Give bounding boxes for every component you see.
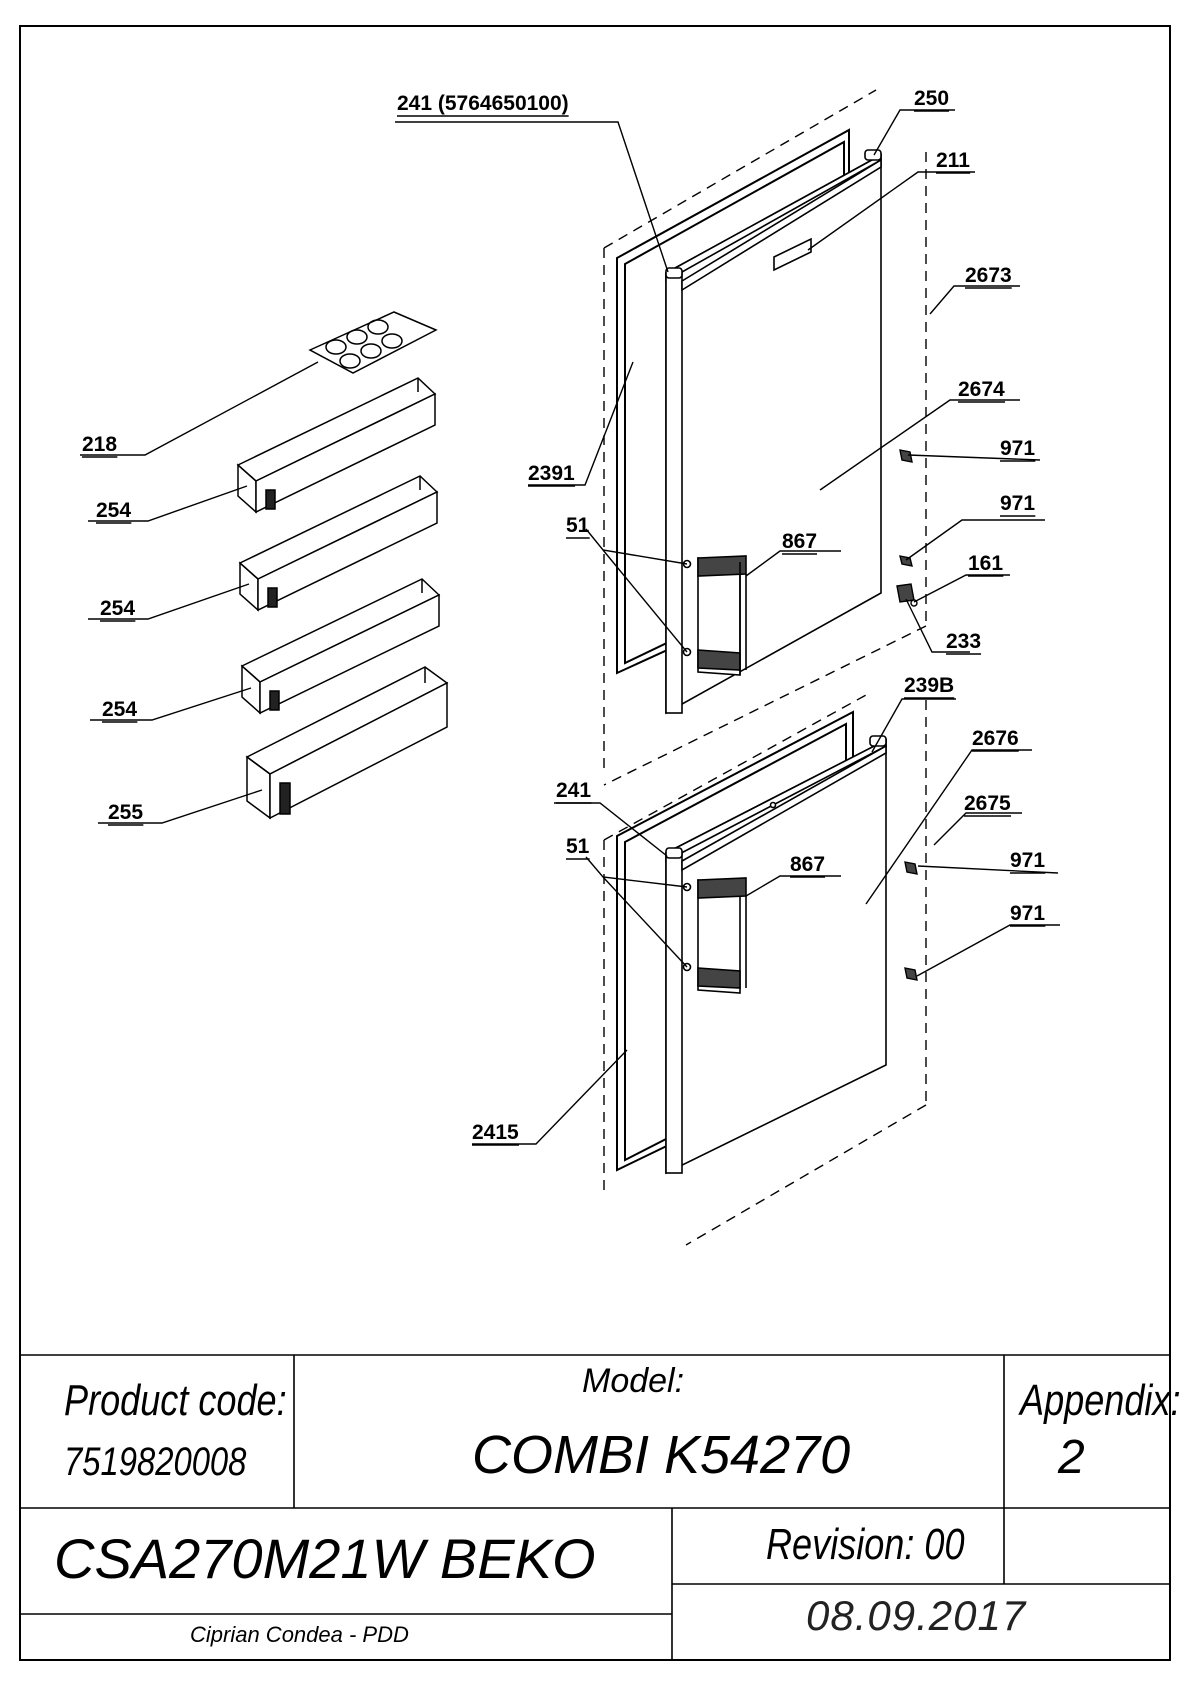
product-name: CSA270M21W BEKO bbox=[54, 1527, 596, 1590]
callout-867-upper: 867 bbox=[782, 530, 817, 553]
callout-971-2: 971 bbox=[1000, 492, 1035, 515]
door-shelf-1 bbox=[236, 377, 437, 514]
product-code-label: Product code: bbox=[64, 1376, 287, 1425]
sheet-border bbox=[19, 25, 1171, 1661]
author: Ciprian Condea - PDD bbox=[190, 1622, 409, 1647]
callout-867-lower: 867 bbox=[790, 853, 825, 876]
callout-161: 161 bbox=[968, 552, 1003, 575]
callout-211: 211 bbox=[936, 149, 970, 172]
door-shelf-2 bbox=[238, 475, 439, 612]
product-code-value: 7519820008 bbox=[64, 1440, 247, 1484]
callout-255: 255 bbox=[108, 801, 143, 824]
door-shelf-3 bbox=[240, 578, 441, 715]
callout-254-1: 254 bbox=[96, 499, 131, 522]
callout-2391: 2391 bbox=[528, 462, 575, 485]
appendix-value: 2 bbox=[1058, 1431, 1085, 1484]
callout-2674: 2674 bbox=[958, 378, 1005, 401]
callout-51-lower: 51 bbox=[566, 835, 590, 858]
upper-hinge-parts bbox=[896, 449, 918, 607]
bottle-shelf bbox=[245, 666, 449, 820]
callout-2676: 2676 bbox=[972, 727, 1019, 750]
date: 08.09.2017 bbox=[806, 1592, 1027, 1639]
assembly-dashed-lines bbox=[603, 89, 927, 1246]
egg-tray bbox=[308, 311, 438, 374]
callout-241-bottom: 241 bbox=[556, 779, 591, 802]
callout-254-2: 254 bbox=[100, 597, 135, 620]
callout-971-1: 971 bbox=[1000, 437, 1035, 460]
model-value: COMBI K54270 bbox=[472, 1425, 851, 1485]
lower-door-panel bbox=[665, 735, 887, 1175]
lower-door-handle bbox=[697, 877, 747, 994]
appendix-label: Appendix: bbox=[1020, 1376, 1181, 1425]
callout-233: 233 bbox=[946, 630, 981, 653]
callout-971-3: 971 bbox=[1010, 849, 1045, 872]
callout-labels: 241 (5764650100) 250 211 2673 2674 971 9… bbox=[82, 87, 1045, 1144]
callout-239B: 239B bbox=[904, 674, 954, 697]
callout-241-top: 241 (5764650100) bbox=[397, 92, 569, 115]
callout-2673: 2673 bbox=[965, 264, 1012, 287]
callout-254-3: 254 bbox=[102, 698, 137, 721]
callout-51-upper: 51 bbox=[566, 514, 590, 537]
callout-971-4: 971 bbox=[1010, 902, 1045, 925]
callout-2415: 2415 bbox=[472, 1121, 519, 1144]
revision: Revision: 00 bbox=[766, 1520, 965, 1569]
lower-hinge-parts bbox=[904, 861, 918, 981]
title-block-grid bbox=[20, 1354, 1170, 1660]
callout-250: 250 bbox=[914, 87, 949, 110]
callout-218: 218 bbox=[82, 433, 117, 456]
leader-lines bbox=[80, 109, 1060, 1145]
upper-door-handle bbox=[697, 555, 747, 676]
callout-2675: 2675 bbox=[964, 792, 1011, 815]
model-label: Model: bbox=[582, 1362, 685, 1400]
